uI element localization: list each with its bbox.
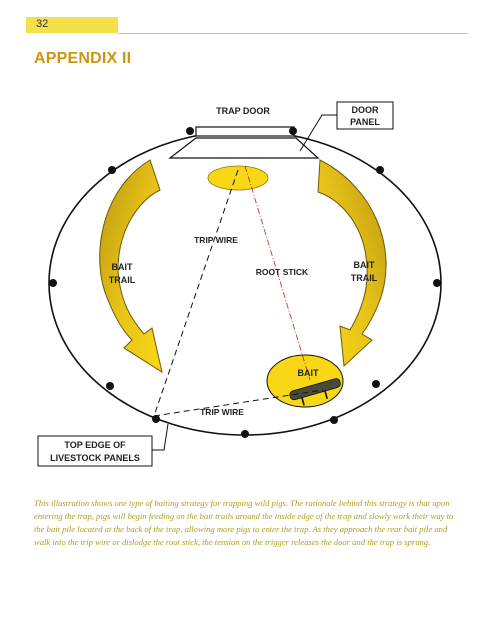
fence-post (106, 382, 114, 390)
page-number-bar (26, 17, 118, 33)
trap-door (168, 137, 320, 159)
bait-trail-right (317, 159, 387, 368)
trip-wire-bottom-label: TRIP WIRE (200, 407, 244, 417)
bait-trail-right-label-1: BAIT (354, 260, 375, 270)
header-rule (118, 33, 468, 34)
door-panel-callout-line (299, 114, 337, 152)
livestock-callout-box (37, 435, 153, 467)
fence-post (433, 279, 441, 287)
root-stick-label: ROOT STICK (256, 267, 309, 277)
door-panel-callout-box (336, 101, 394, 130)
fence-post (376, 166, 384, 174)
page-number: 32 (36, 18, 49, 30)
door-panel-label-1: DOOR (352, 105, 380, 115)
bait-trail-left-label-2: TRAIL (109, 275, 136, 285)
livestock-label-1: TOP EDGE OF (64, 440, 126, 450)
root-stick-log (289, 378, 341, 406)
bait-trail-left-label-1: BAIT (112, 262, 133, 272)
trap-door-label: TRAP DOOR (216, 106, 270, 116)
fence-post (108, 166, 116, 174)
bait-label: BAIT (298, 368, 319, 378)
livestock-label-2: LIVESTOCK PANELS (50, 453, 140, 463)
door-panel (195, 126, 295, 137)
panel-post (289, 127, 297, 135)
bait-pile-rear (266, 354, 344, 408)
fence-post (372, 380, 380, 388)
bait-trail-left (99, 159, 163, 374)
figure-caption: This illustration shows one type of bait… (34, 498, 454, 547)
root-stick-line (244, 165, 311, 381)
trip-wire (153, 169, 324, 417)
livestock-callout-line (152, 423, 169, 451)
panel-post (186, 127, 194, 135)
fence-post (152, 415, 160, 423)
door-panel-label-2: PANEL (350, 117, 380, 127)
trip-wire-top-label: TRIP WIRE (194, 235, 238, 245)
bait-pile-entrance (207, 165, 269, 191)
fence-post (241, 430, 249, 438)
bait-trail-right-label-2: TRAIL (351, 273, 378, 283)
page-title: APPENDIX II (34, 50, 132, 67)
fence-post (49, 279, 57, 287)
fence-post (330, 416, 338, 424)
